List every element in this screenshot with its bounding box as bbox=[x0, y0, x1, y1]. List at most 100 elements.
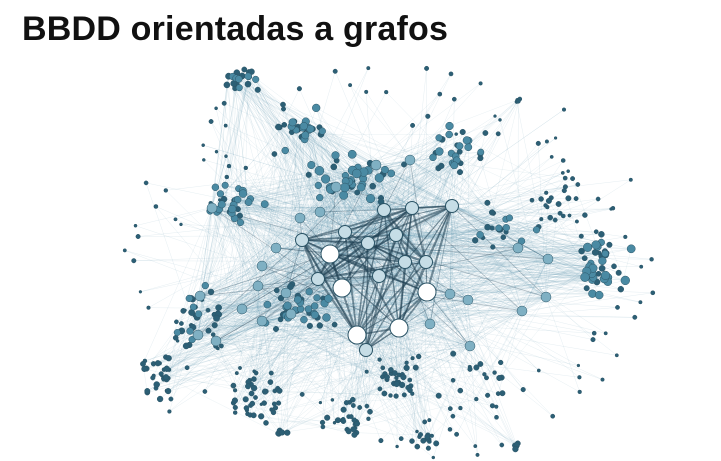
graph-edge bbox=[225, 185, 385, 211]
graph-edge bbox=[404, 197, 552, 263]
graph-edge bbox=[425, 244, 597, 263]
graph-edge bbox=[432, 157, 453, 207]
graph-node bbox=[435, 134, 443, 142]
graph-node bbox=[330, 163, 338, 171]
graph-edge bbox=[367, 170, 427, 263]
graph-node bbox=[244, 72, 252, 81]
graph-edge bbox=[329, 253, 469, 301]
graph-node bbox=[573, 196, 579, 202]
graph-edge bbox=[451, 205, 547, 298]
graph-edge bbox=[383, 153, 452, 211]
graph-edge bbox=[344, 231, 406, 263]
graph-edge bbox=[189, 278, 319, 332]
graph-edge bbox=[467, 140, 469, 301]
graph-edge bbox=[197, 155, 336, 336]
graph-edge bbox=[166, 299, 469, 380]
graph-edge bbox=[395, 234, 602, 236]
graph-edge bbox=[255, 79, 321, 213]
mid-node bbox=[294, 212, 306, 224]
graph-node bbox=[276, 387, 283, 394]
graph-edge bbox=[237, 208, 277, 249]
graph-edge bbox=[199, 204, 223, 297]
graph-edge bbox=[301, 239, 519, 249]
graph-node bbox=[205, 327, 212, 334]
mid-node bbox=[404, 154, 416, 166]
graph-edge bbox=[235, 134, 322, 201]
peripheral-node bbox=[424, 65, 430, 71]
graph-edge bbox=[395, 159, 411, 236]
graph-edge bbox=[257, 89, 331, 255]
graph-node bbox=[404, 360, 409, 365]
graph-edge bbox=[547, 257, 585, 260]
graph-edge bbox=[236, 72, 428, 293]
graph-edge bbox=[300, 239, 320, 280]
graph-edge bbox=[285, 315, 407, 364]
graph-edge bbox=[545, 296, 580, 392]
graph-edge bbox=[215, 292, 287, 342]
graph-edge bbox=[168, 261, 406, 392]
graph-edge bbox=[425, 261, 593, 294]
graph-node bbox=[313, 294, 321, 302]
peripheral-node bbox=[498, 118, 502, 122]
graph-edge bbox=[330, 189, 380, 277]
peripheral-node bbox=[447, 427, 453, 432]
graph-edge bbox=[378, 275, 400, 375]
graph-edge bbox=[168, 330, 191, 379]
graph-node bbox=[407, 377, 413, 383]
graph-edge bbox=[344, 231, 471, 347]
graph-edge bbox=[275, 160, 457, 249]
graph-edge bbox=[238, 188, 385, 211]
graph-edge bbox=[235, 313, 292, 408]
graph-edge bbox=[156, 323, 431, 385]
peripheral-node bbox=[639, 264, 644, 269]
graph-node bbox=[610, 205, 616, 211]
graph-edge bbox=[398, 327, 454, 381]
graph-edge bbox=[317, 178, 326, 280]
graph-edge bbox=[251, 319, 305, 394]
graph-node bbox=[194, 310, 203, 318]
graph-node bbox=[244, 80, 252, 88]
graph-edge bbox=[146, 182, 397, 236]
graph-edge bbox=[404, 261, 605, 280]
graph-edge bbox=[429, 205, 453, 325]
graph-edge bbox=[404, 205, 453, 263]
graph-edge bbox=[398, 327, 502, 446]
graph-edge bbox=[341, 159, 411, 289]
graph-edge bbox=[349, 345, 471, 403]
graph-edge bbox=[168, 253, 331, 371]
graph-edge bbox=[261, 320, 403, 386]
graph-edge bbox=[241, 287, 343, 310]
graph-edge bbox=[291, 126, 301, 219]
graph-edge bbox=[308, 299, 469, 310]
graph-edge bbox=[398, 247, 519, 329]
graph-edge bbox=[426, 267, 594, 293]
graph-edge bbox=[319, 211, 507, 228]
graph-node bbox=[529, 197, 535, 203]
graph-edge bbox=[375, 164, 507, 233]
graph-edge bbox=[383, 173, 499, 229]
graph-edge bbox=[302, 127, 549, 260]
graph-edge bbox=[216, 211, 303, 241]
graph-node bbox=[287, 283, 294, 291]
graph-edge bbox=[337, 327, 400, 421]
graph-edge bbox=[218, 209, 287, 294]
graph-node bbox=[365, 194, 376, 204]
graph-edge bbox=[273, 377, 397, 413]
graph-edge bbox=[215, 308, 243, 342]
graph-edge bbox=[398, 153, 452, 329]
graph-node bbox=[144, 388, 151, 394]
graph-edge bbox=[210, 121, 292, 315]
graph-edge bbox=[218, 314, 274, 413]
graph-node bbox=[543, 203, 548, 208]
graph-edge bbox=[290, 157, 434, 315]
graph-edge bbox=[215, 307, 618, 342]
graph-node bbox=[158, 371, 164, 377]
graph-edge bbox=[218, 299, 469, 315]
graph-edge bbox=[301, 239, 369, 244]
peripheral-node bbox=[566, 169, 571, 173]
graph-edge bbox=[285, 186, 566, 294]
graph-node bbox=[213, 314, 220, 322]
graph-edge bbox=[234, 218, 346, 233]
peripheral-node bbox=[378, 438, 384, 444]
graph-edge bbox=[310, 128, 434, 158]
